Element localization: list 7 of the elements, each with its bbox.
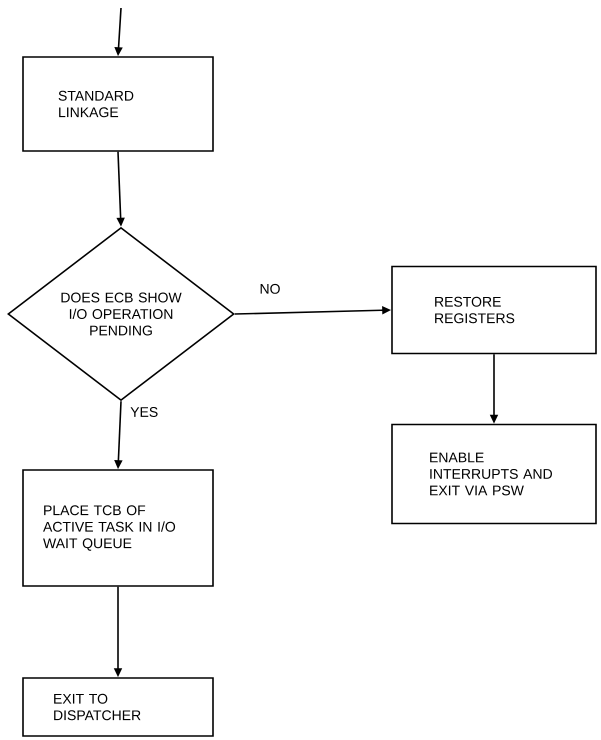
process-box: RESTORE REGISTERS (391, 266, 597, 354)
edge-label: YES (128, 405, 160, 419)
process-box: STANDARD LINKAGE (22, 56, 214, 152)
process-box: EXIT TO DISPATCHER (22, 677, 214, 737)
process-box: ENABLE INTERRUPTS AND EXIT VIA PSW (391, 424, 597, 524)
edge-label: NO (258, 282, 282, 296)
process-box: PLACE TCB OF ACTIVE TASK IN I/O WAIT QUEUE (22, 469, 214, 587)
